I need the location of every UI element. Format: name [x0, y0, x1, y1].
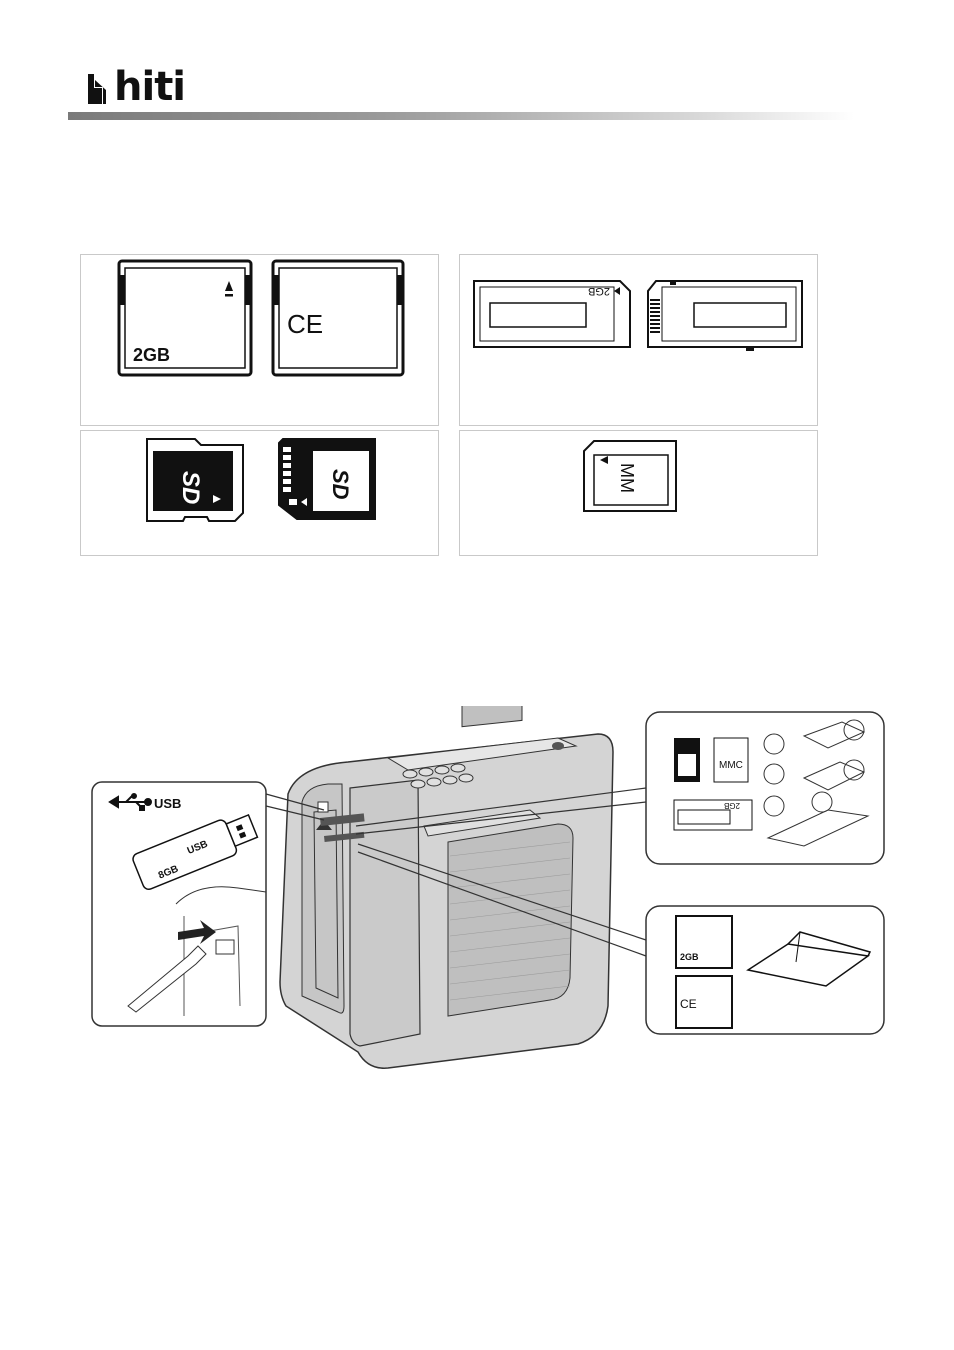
mmc-label: MM [617, 463, 637, 493]
panel-sd-card: SD SD [80, 430, 439, 556]
usb-symbol-icon [108, 793, 152, 811]
callout-mmc-label: MMC [719, 760, 743, 771]
callout-sd-icon [674, 738, 700, 782]
panel-mmc: MM [459, 430, 818, 556]
ms-capacity-label: 2GB [588, 285, 610, 297]
panel-memory-stick: 2GB [459, 254, 818, 426]
svg-text:SD: SD [328, 469, 353, 500]
callout-cf-capacity: 2GB [680, 952, 699, 962]
callout-mmc-icon: MMC [713, 737, 749, 783]
brand-logo: hiti [84, 64, 224, 110]
panel-compactflash: 2GB CE [80, 254, 439, 426]
callout-ms-capacity: 2GB [724, 801, 740, 810]
mmc-card-icon: MM [583, 440, 677, 512]
cf-capacity-label: 2GB [133, 345, 170, 365]
usb-label: USB [154, 796, 181, 811]
brand-name: hiti [114, 64, 186, 110]
sd-card-icon: SD SD [146, 438, 376, 522]
callout-cf-front-icon: 2GB [675, 915, 733, 969]
callout-cf-mark: CE [680, 997, 697, 1011]
callout-ms-icon: 2GB [673, 799, 753, 831]
hiti-logo-mark-icon [88, 74, 106, 104]
memory-stick-icon: 2GB [473, 280, 803, 351]
header-rule [68, 112, 854, 120]
callout-cf-back-icon: CE [675, 975, 733, 1029]
callout-cf-insert-icon [746, 931, 872, 987]
compactflash-slot-callout: 2GB CE [645, 905, 885, 1035]
usb-callout: USB USB 8GB [91, 781, 267, 1027]
svg-text:SD: SD [177, 471, 204, 504]
printer-card-slot-illustration: USB USB 8GB MMC 2GB [91, 706, 885, 1069]
compactflash-card-icon: 2GB CE [117, 259, 405, 377]
printer-body [279, 706, 614, 1069]
cf-ce-mark: CE [287, 309, 323, 339]
memory-card-slot-callout: MMC 2GB [645, 711, 885, 865]
